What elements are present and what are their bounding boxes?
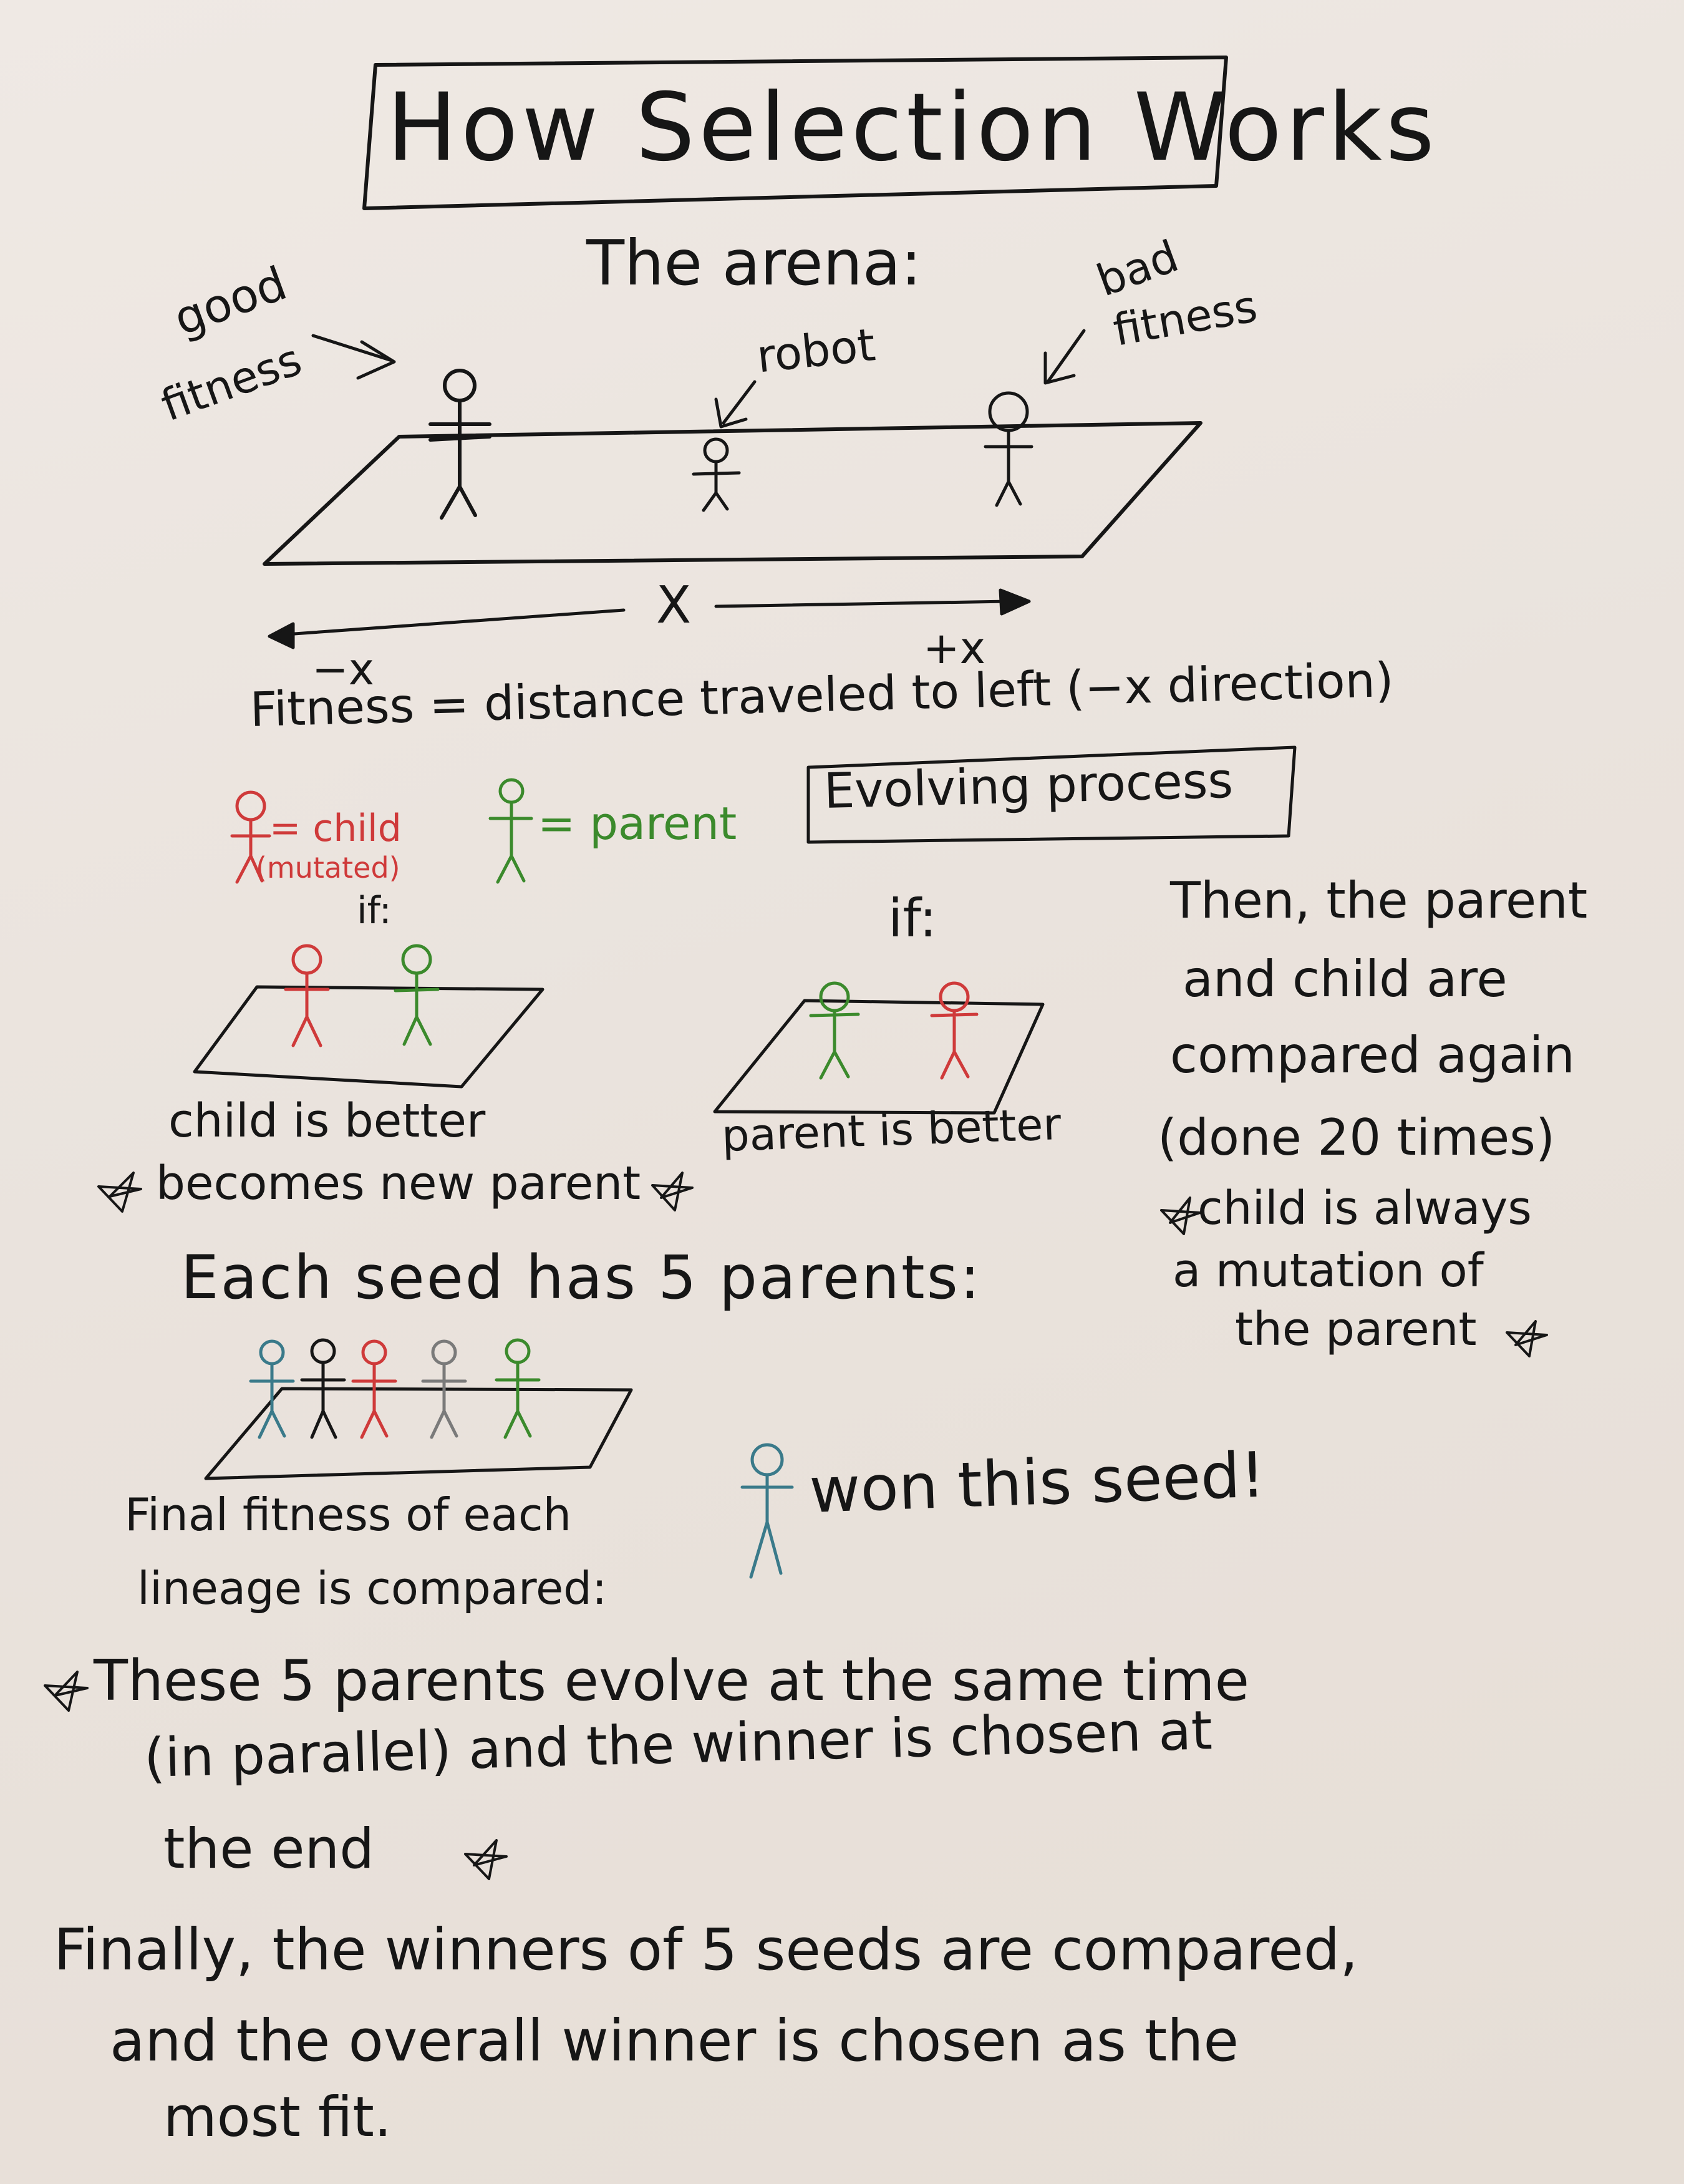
scenario-child-red-figure bbox=[284, 944, 330, 1047]
negative-x-label: −x bbox=[312, 644, 375, 695]
page-title: How Selection Works bbox=[387, 74, 1438, 182]
legend-child-figure bbox=[230, 790, 271, 884]
scenario-parent-platform bbox=[713, 999, 1045, 1115]
winner-figure bbox=[740, 1443, 794, 1579]
x-axis-arrow bbox=[268, 588, 1031, 649]
lineage-figure-4 bbox=[421, 1339, 467, 1439]
mutation-note-line-1: child is always bbox=[1198, 1182, 1532, 1235]
scenario-parent-green-figure bbox=[809, 981, 860, 1080]
legend-parent-label: = parent bbox=[538, 797, 737, 850]
lineage-figure-5 bbox=[495, 1338, 541, 1439]
x-axis-label: X bbox=[656, 576, 692, 635]
legend-mutated-label: (mutated) bbox=[256, 851, 400, 885]
arena-heading: The arena: bbox=[586, 226, 922, 299]
final-fitness-line-2: lineage is compared: bbox=[137, 1562, 607, 1614]
good-fitness-stick-figure bbox=[428, 369, 491, 520]
mutation-note-line-3: the parent bbox=[1235, 1303, 1477, 1356]
then-note-line-4: (done 20 times) bbox=[1158, 1109, 1556, 1167]
robot-arrow bbox=[714, 380, 757, 429]
seed-heading: Each seed has 5 parents: bbox=[181, 1243, 982, 1313]
then-note-line-1: Then, the parent bbox=[1170, 871, 1588, 929]
then-note-line-2: and child are bbox=[1183, 950, 1507, 1008]
legend-child-label: = child bbox=[269, 807, 402, 850]
final-fitness-line-1: Final fitness of each bbox=[125, 1488, 572, 1541]
good-fitness-arrow bbox=[311, 334, 396, 380]
scenario-child-result: becomes new parent bbox=[156, 1157, 641, 1210]
scenario-parent-red-figure bbox=[930, 981, 979, 1080]
winner-text: won this seed! bbox=[808, 1438, 1267, 1527]
scenario-child-if-label: if: bbox=[357, 889, 392, 933]
scenario-parent-if-label: if: bbox=[888, 888, 937, 949]
parallel-note-line-3: the end bbox=[163, 1817, 375, 1881]
bad-fitness-stick-figure bbox=[984, 391, 1033, 507]
mutation-note-line-2: a mutation of bbox=[1173, 1244, 1484, 1298]
lineage-figure-1 bbox=[249, 1339, 295, 1439]
legend-parent-figure bbox=[488, 778, 533, 884]
lineage-figure-3 bbox=[351, 1339, 397, 1439]
evolving-process-label: Evolving process bbox=[823, 752, 1234, 820]
title-box bbox=[362, 56, 1228, 210]
robot-label: robot bbox=[754, 318, 878, 383]
star-marks bbox=[44, 1172, 1548, 1880]
scenario-child-green-figure bbox=[394, 944, 440, 1046]
final-note-line-3: most fit. bbox=[163, 2085, 392, 2149]
evolving-process-box bbox=[806, 745, 1297, 844]
final-note-line-1: Finally, the winners of 5 seeds are comp… bbox=[54, 1916, 1358, 1983]
final-note-line-2: and the overall winner is chosen as the bbox=[110, 2007, 1239, 2074]
scenario-child-caption: child is better bbox=[168, 1094, 486, 1148]
bad-fitness-arrow bbox=[1043, 329, 1086, 385]
seed-platform bbox=[204, 1387, 633, 1480]
scenario-parent-caption: parent is better bbox=[720, 1099, 1062, 1162]
positive-x-label: +x bbox=[923, 623, 986, 674]
robot-stick-figure bbox=[692, 437, 741, 512]
lineage-figure-2 bbox=[300, 1338, 346, 1439]
scenario-child-platform bbox=[193, 985, 544, 1089]
arena-platform bbox=[263, 421, 1203, 566]
parallel-note-line-1: These 5 parents evolve at the same time bbox=[94, 1648, 1249, 1714]
then-note-line-3: compared again bbox=[1170, 1026, 1575, 1084]
